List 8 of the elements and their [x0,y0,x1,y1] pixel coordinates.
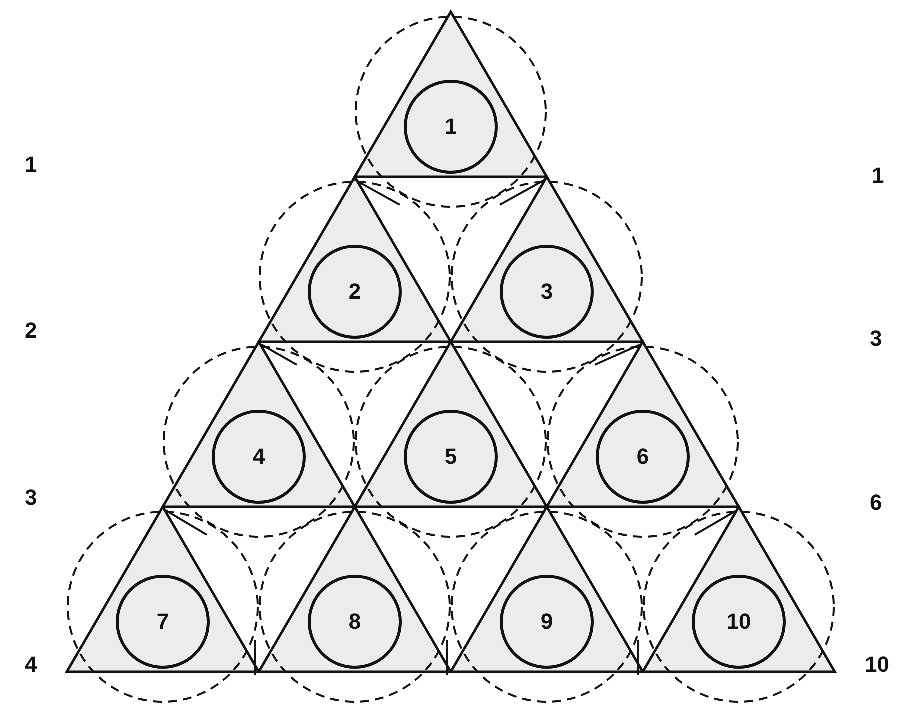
row-number: 6 [870,490,882,516]
row-number: 1 [872,163,884,189]
row-number: 10 [865,652,890,678]
row-number: 3 [25,485,38,511]
row-number: 2 [25,318,38,344]
row-number: 3 [870,326,882,352]
row-number: 4 [25,652,38,678]
row-number: 1 [25,152,38,178]
